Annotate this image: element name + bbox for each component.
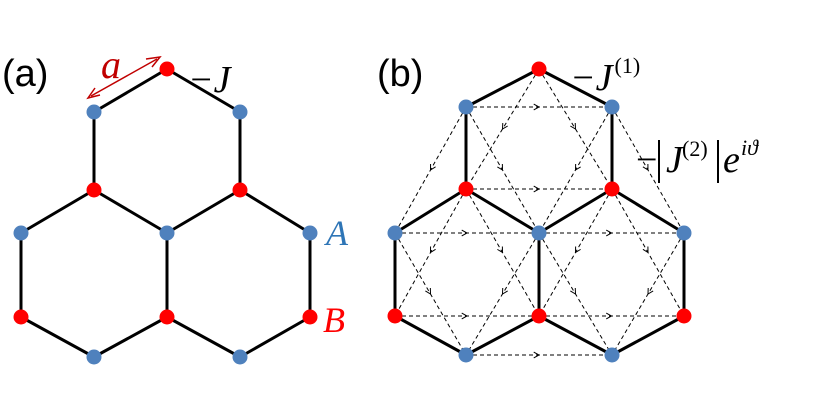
site-b [604, 181, 620, 197]
svg-text:e: e [723, 139, 740, 181]
site-b [676, 308, 692, 324]
site-b [159, 309, 175, 325]
nnn-arrow [429, 246, 436, 254]
nnn-arrow [425, 287, 432, 295]
site-a [86, 349, 102, 365]
site-a [604, 347, 620, 363]
site-a [387, 225, 403, 241]
lattice-sites [13, 61, 318, 365]
nnn-arrows [425, 103, 654, 359]
nnn-hopping-label: − J (2) e iϑ [636, 135, 759, 183]
bond [464, 67, 541, 109]
nnn-arrow [533, 351, 541, 359]
bond [92, 67, 169, 114]
site-a [232, 104, 248, 120]
lattice-sites-b [387, 61, 692, 363]
nnn-arrow [570, 287, 577, 295]
nnn-arrow [429, 163, 436, 171]
sublattice-a-label: A [324, 213, 349, 253]
panel-b-label: (b) [377, 53, 423, 95]
nn-bonds [393, 67, 686, 357]
bond [464, 187, 541, 235]
lattice-constant-arrow [86, 55, 162, 100]
nnn-arrow [461, 312, 469, 320]
site-b [531, 61, 547, 77]
bond [610, 314, 686, 357]
bond [393, 187, 468, 235]
nnn-arrow [605, 312, 613, 320]
nnn-arrow [642, 163, 649, 171]
site-b [13, 309, 29, 325]
site-a [302, 225, 318, 241]
lattice-constant-label: a [101, 42, 121, 87]
bond [238, 315, 312, 359]
bond [464, 314, 541, 357]
bond [537, 187, 614, 235]
site-b [159, 61, 175, 77]
site-a [13, 225, 29, 241]
site-b [387, 308, 403, 324]
nn-hopping-label: −J(1) [570, 53, 640, 99]
site-b [531, 308, 547, 324]
bond [393, 314, 468, 357]
nnn-arrow [501, 287, 508, 295]
svg-text:J: J [666, 139, 685, 181]
panel-a: (a) a −J A B [2, 42, 349, 365]
bond [19, 315, 96, 359]
nnn-arrow [642, 246, 649, 254]
panel-b: (b) −J(1) − J (2) e iϑ [377, 53, 759, 363]
site-a [458, 99, 474, 115]
panel-a-label: (a) [2, 53, 48, 95]
bond-lines [19, 67, 312, 359]
svg-text:(2): (2) [682, 136, 708, 161]
bond [165, 188, 242, 235]
sublattice-b-label: B [323, 300, 345, 340]
bond [238, 188, 312, 235]
svg-text:iϑ: iϑ [741, 135, 759, 160]
nnn-arrow [574, 163, 581, 171]
bond [165, 315, 242, 359]
bond [92, 188, 169, 235]
bond [19, 188, 96, 235]
nnn-arrow [501, 122, 508, 130]
site-a [604, 99, 620, 115]
nnn-arrow [605, 229, 613, 237]
site-a [159, 225, 175, 241]
nnn-arrow [497, 246, 504, 254]
site-b [302, 309, 318, 325]
site-a [232, 349, 248, 365]
nnn-arrow [533, 103, 541, 111]
nnn-arrow [570, 122, 577, 130]
nnn-arrow [574, 246, 581, 254]
site-a [458, 347, 474, 363]
site-a [531, 225, 547, 241]
nnn-arrow [533, 185, 541, 193]
nnn-arrow [497, 163, 504, 171]
svg-text:−: − [636, 139, 657, 181]
nnn-arrow [647, 287, 654, 295]
site-b [458, 181, 474, 197]
site-b [86, 182, 102, 198]
site-b [232, 182, 248, 198]
bond [537, 67, 614, 109]
site-a [676, 225, 692, 241]
hopping-label: −J [188, 59, 233, 101]
bond [537, 314, 614, 357]
bond [610, 187, 686, 235]
nnn-arrow [461, 229, 469, 237]
site-a [86, 104, 102, 120]
bond [92, 315, 169, 359]
bond [165, 67, 242, 114]
